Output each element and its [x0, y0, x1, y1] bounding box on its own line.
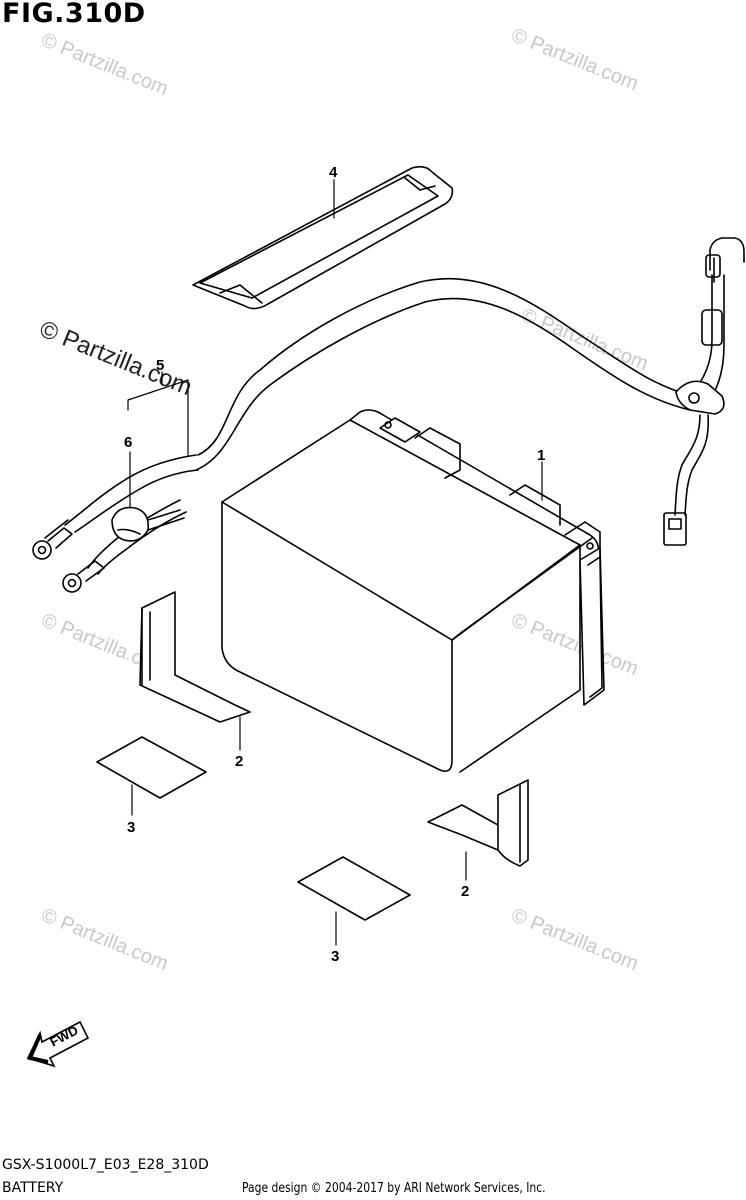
- callout-4: 4: [329, 164, 338, 181]
- watermark-faint: © Partzilla.com: [38, 904, 171, 975]
- callout-5: 5: [156, 357, 164, 374]
- figure-code: GSX-S1000L7_E03_E28_310D: [2, 1157, 209, 1173]
- callout-3-right: 3: [331, 948, 339, 965]
- callout-3-left: 3: [127, 819, 135, 836]
- callout-2-right: 2: [461, 883, 469, 900]
- watermark-faint: © Partzilla.com: [508, 24, 641, 95]
- callout-6: 6: [124, 434, 132, 451]
- bracket-pad-left-part-2: [139, 591, 251, 723]
- figure-name: BATTERY: [2, 1180, 64, 1196]
- watermark-faint: © Partzilla.com: [518, 304, 651, 375]
- pad-right-part-3: [297, 856, 411, 921]
- callout-2-left: 2: [235, 753, 243, 770]
- pad-left-part-3: [96, 736, 207, 799]
- watermark-faint: © Partzilla.com: [508, 904, 641, 975]
- battery-part-1: [221, 409, 605, 773]
- battery-cable: [32, 237, 745, 593]
- fwd-arrow-icon: FWD: [26, 1020, 90, 1068]
- figure-title: FIG.310D: [2, 0, 146, 29]
- copyright-credit: Page design © 2004-2017 by ARI Network S…: [242, 1181, 546, 1196]
- watermark-faint: © Partzilla.com: [38, 29, 171, 100]
- watermark-faint: © Partzilla.com: [508, 609, 641, 680]
- bracket-pad-right-part-2: [427, 779, 529, 867]
- battery-band-part-4: [192, 165, 454, 310]
- callouts: 4 1 5 6 2 3 2 3: [124, 164, 545, 965]
- callout-1: 1: [537, 447, 545, 464]
- watermark-prominent: © Partzilla.com: [36, 316, 196, 402]
- leader-lines: [127, 179, 543, 946]
